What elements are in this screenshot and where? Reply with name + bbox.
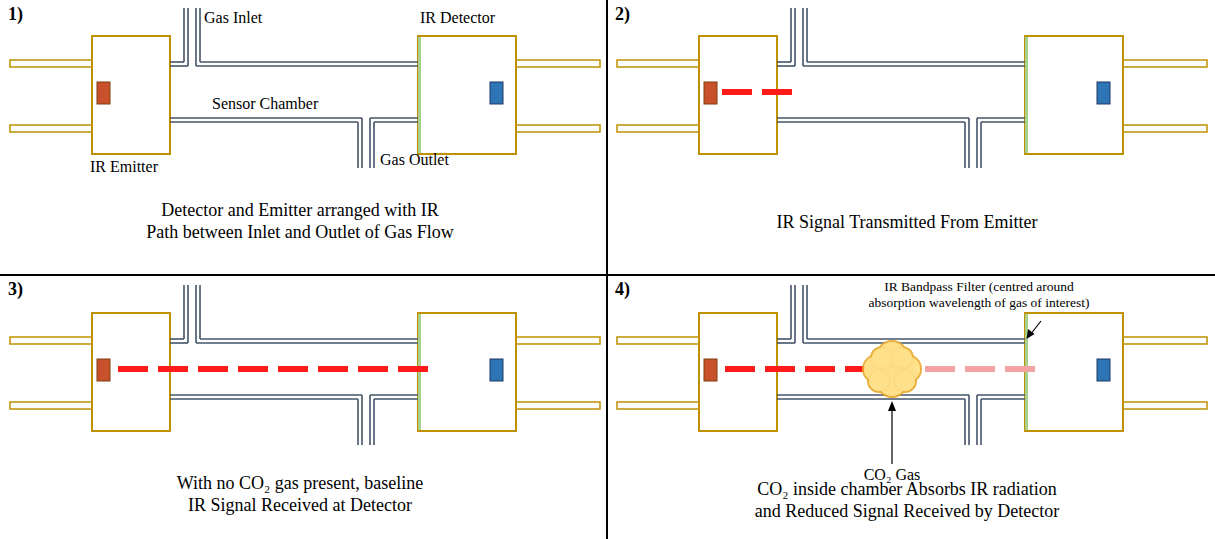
panel-caption: Detector and Emitter arranged with IR Pa… — [100, 200, 500, 243]
panel-caption: CO₂ inside chamber Absorbs IR radiation … — [707, 479, 1107, 522]
part-label: IR Emitter — [90, 157, 158, 176]
panel-caption: With no CO₂ gas present, baseline IR Sig… — [110, 473, 490, 516]
panel-number: 2) — [615, 4, 630, 26]
panel-number: 1) — [8, 4, 23, 26]
panel-number: 4) — [615, 279, 630, 301]
panel-caption: IR Signal Transmitted From Emitter — [697, 212, 1117, 234]
part-label: Sensor Chamber — [212, 94, 318, 113]
callout-label: IR Bandpass Filter (centred around absor… — [847, 279, 1112, 311]
part-label: IR Detector — [420, 8, 495, 27]
part-label: Gas Outlet — [380, 150, 449, 169]
panel-number: 3) — [8, 279, 23, 301]
part-label: Gas Inlet — [204, 8, 262, 27]
